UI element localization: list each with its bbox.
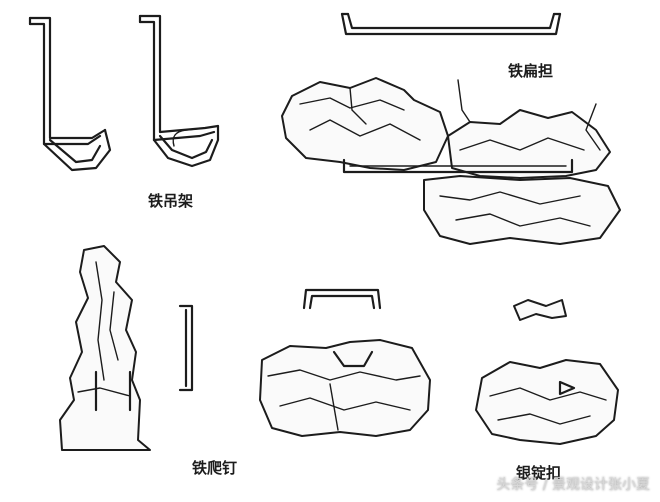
label-iron-flat-clamp: 铁扁担 [508,62,554,80]
iron-hanger-right [138,14,220,168]
tall-rock-with-climbing-nail [59,245,194,451]
rocks-with-flat-clamp [281,77,621,245]
label-bridge-clamp: 银锭扣 [516,464,562,482]
bracket-staple-rocks [259,288,431,437]
label-iron-hanger: 铁吊架 [148,192,194,210]
watermark: 头条号 / 景观设计张小夏 [496,477,650,493]
bowtie-clamp-rocks [475,299,619,445]
iron-flat-clamp-bar [340,12,562,36]
label-iron-climbing-nail: 铁爬钉 [192,459,238,477]
iron-hanger-left [28,16,112,172]
